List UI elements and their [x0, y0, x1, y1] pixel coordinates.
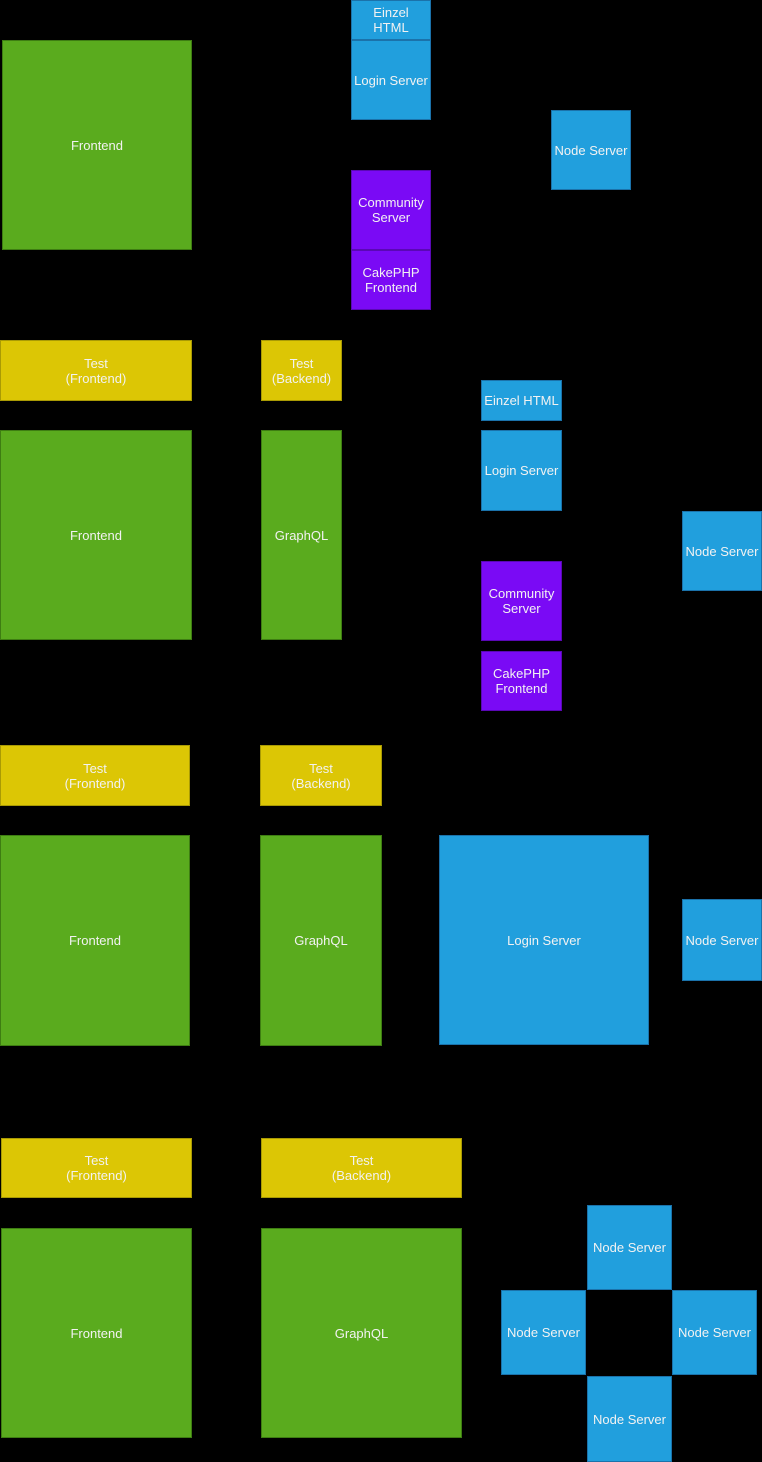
node-label: GraphQL [274, 527, 329, 543]
node-einzel-html: Einzel HTML [481, 380, 562, 421]
node-node-server: Node Server [587, 1205, 672, 1290]
node-label: Frontend [68, 933, 122, 948]
node-label: Test (Backend) [291, 760, 351, 791]
node-test-frontend: Test (Frontend) [1, 1138, 192, 1198]
node-label: Node Server [685, 543, 759, 559]
node-frontend: Frontend [1, 1228, 192, 1438]
node-graphql: GraphQL [261, 430, 342, 640]
node-community-server: Community Server [481, 561, 562, 641]
node-frontend: Frontend [0, 430, 192, 640]
node-label: Node Server [678, 1325, 751, 1340]
node-login-server: Login Server [351, 40, 431, 120]
node-label: CakePHP Frontend [362, 265, 420, 295]
node-node-server: Node Server [501, 1290, 586, 1375]
node-graphql: GraphQL [261, 1228, 462, 1438]
node-label: Test (Frontend) [64, 760, 126, 791]
node-label: GraphQL [334, 1325, 389, 1341]
node-node-server: Node Server [682, 511, 762, 591]
node-test-frontend: Test (Frontend) [0, 745, 190, 806]
node-frontend: Frontend [2, 40, 192, 250]
node-login-server: Login Server [439, 835, 649, 1045]
node-label: Frontend [69, 527, 123, 543]
node-label: Test (Backend) [271, 355, 332, 386]
node-cakephp-frontend: CakePHP Frontend [481, 651, 562, 711]
node-label: Login Server [507, 932, 581, 948]
node-label: Community Server [488, 586, 555, 616]
node-label: CakePHP Frontend [492, 666, 551, 696]
node-label: Node Server [507, 1325, 580, 1340]
node-label: GraphQL [294, 933, 348, 948]
node-label: Node Server [593, 1411, 666, 1427]
node-label: Node Server [685, 932, 759, 948]
node-community-server: Community Server [351, 170, 431, 250]
node-test-backend: Test (Backend) [261, 340, 342, 401]
node-label: Einzel HTML [373, 5, 409, 35]
node-test-frontend: Test (Frontend) [0, 340, 192, 401]
node-label: Einzel HTML [484, 393, 559, 408]
node-node-server: Node Server [551, 110, 631, 190]
node-einzel-html: Einzel HTML [351, 0, 431, 40]
node-label: Test (Frontend) [65, 355, 127, 386]
node-node-server: Node Server [672, 1290, 757, 1375]
node-node-server: Node Server [587, 1376, 672, 1462]
node-label: Login Server [484, 463, 559, 478]
node-label: Frontend [70, 1325, 123, 1341]
node-label: Login Server [354, 72, 428, 88]
node-label: Node Server [554, 142, 628, 158]
node-test-backend: Test (Backend) [261, 1138, 462, 1198]
node-graphql: GraphQL [260, 835, 382, 1046]
node-label: Community Server [358, 195, 424, 225]
node-login-server: Login Server [481, 430, 562, 511]
node-label: Node Server [593, 1240, 666, 1255]
node-test-backend: Test (Backend) [260, 745, 382, 806]
node-label: Test (Backend) [331, 1153, 392, 1183]
node-label: Frontend [70, 137, 124, 153]
node-label: Test (Frontend) [66, 1153, 127, 1183]
node-cakephp-frontend: CakePHP Frontend [351, 250, 431, 310]
node-frontend: Frontend [0, 835, 190, 1046]
